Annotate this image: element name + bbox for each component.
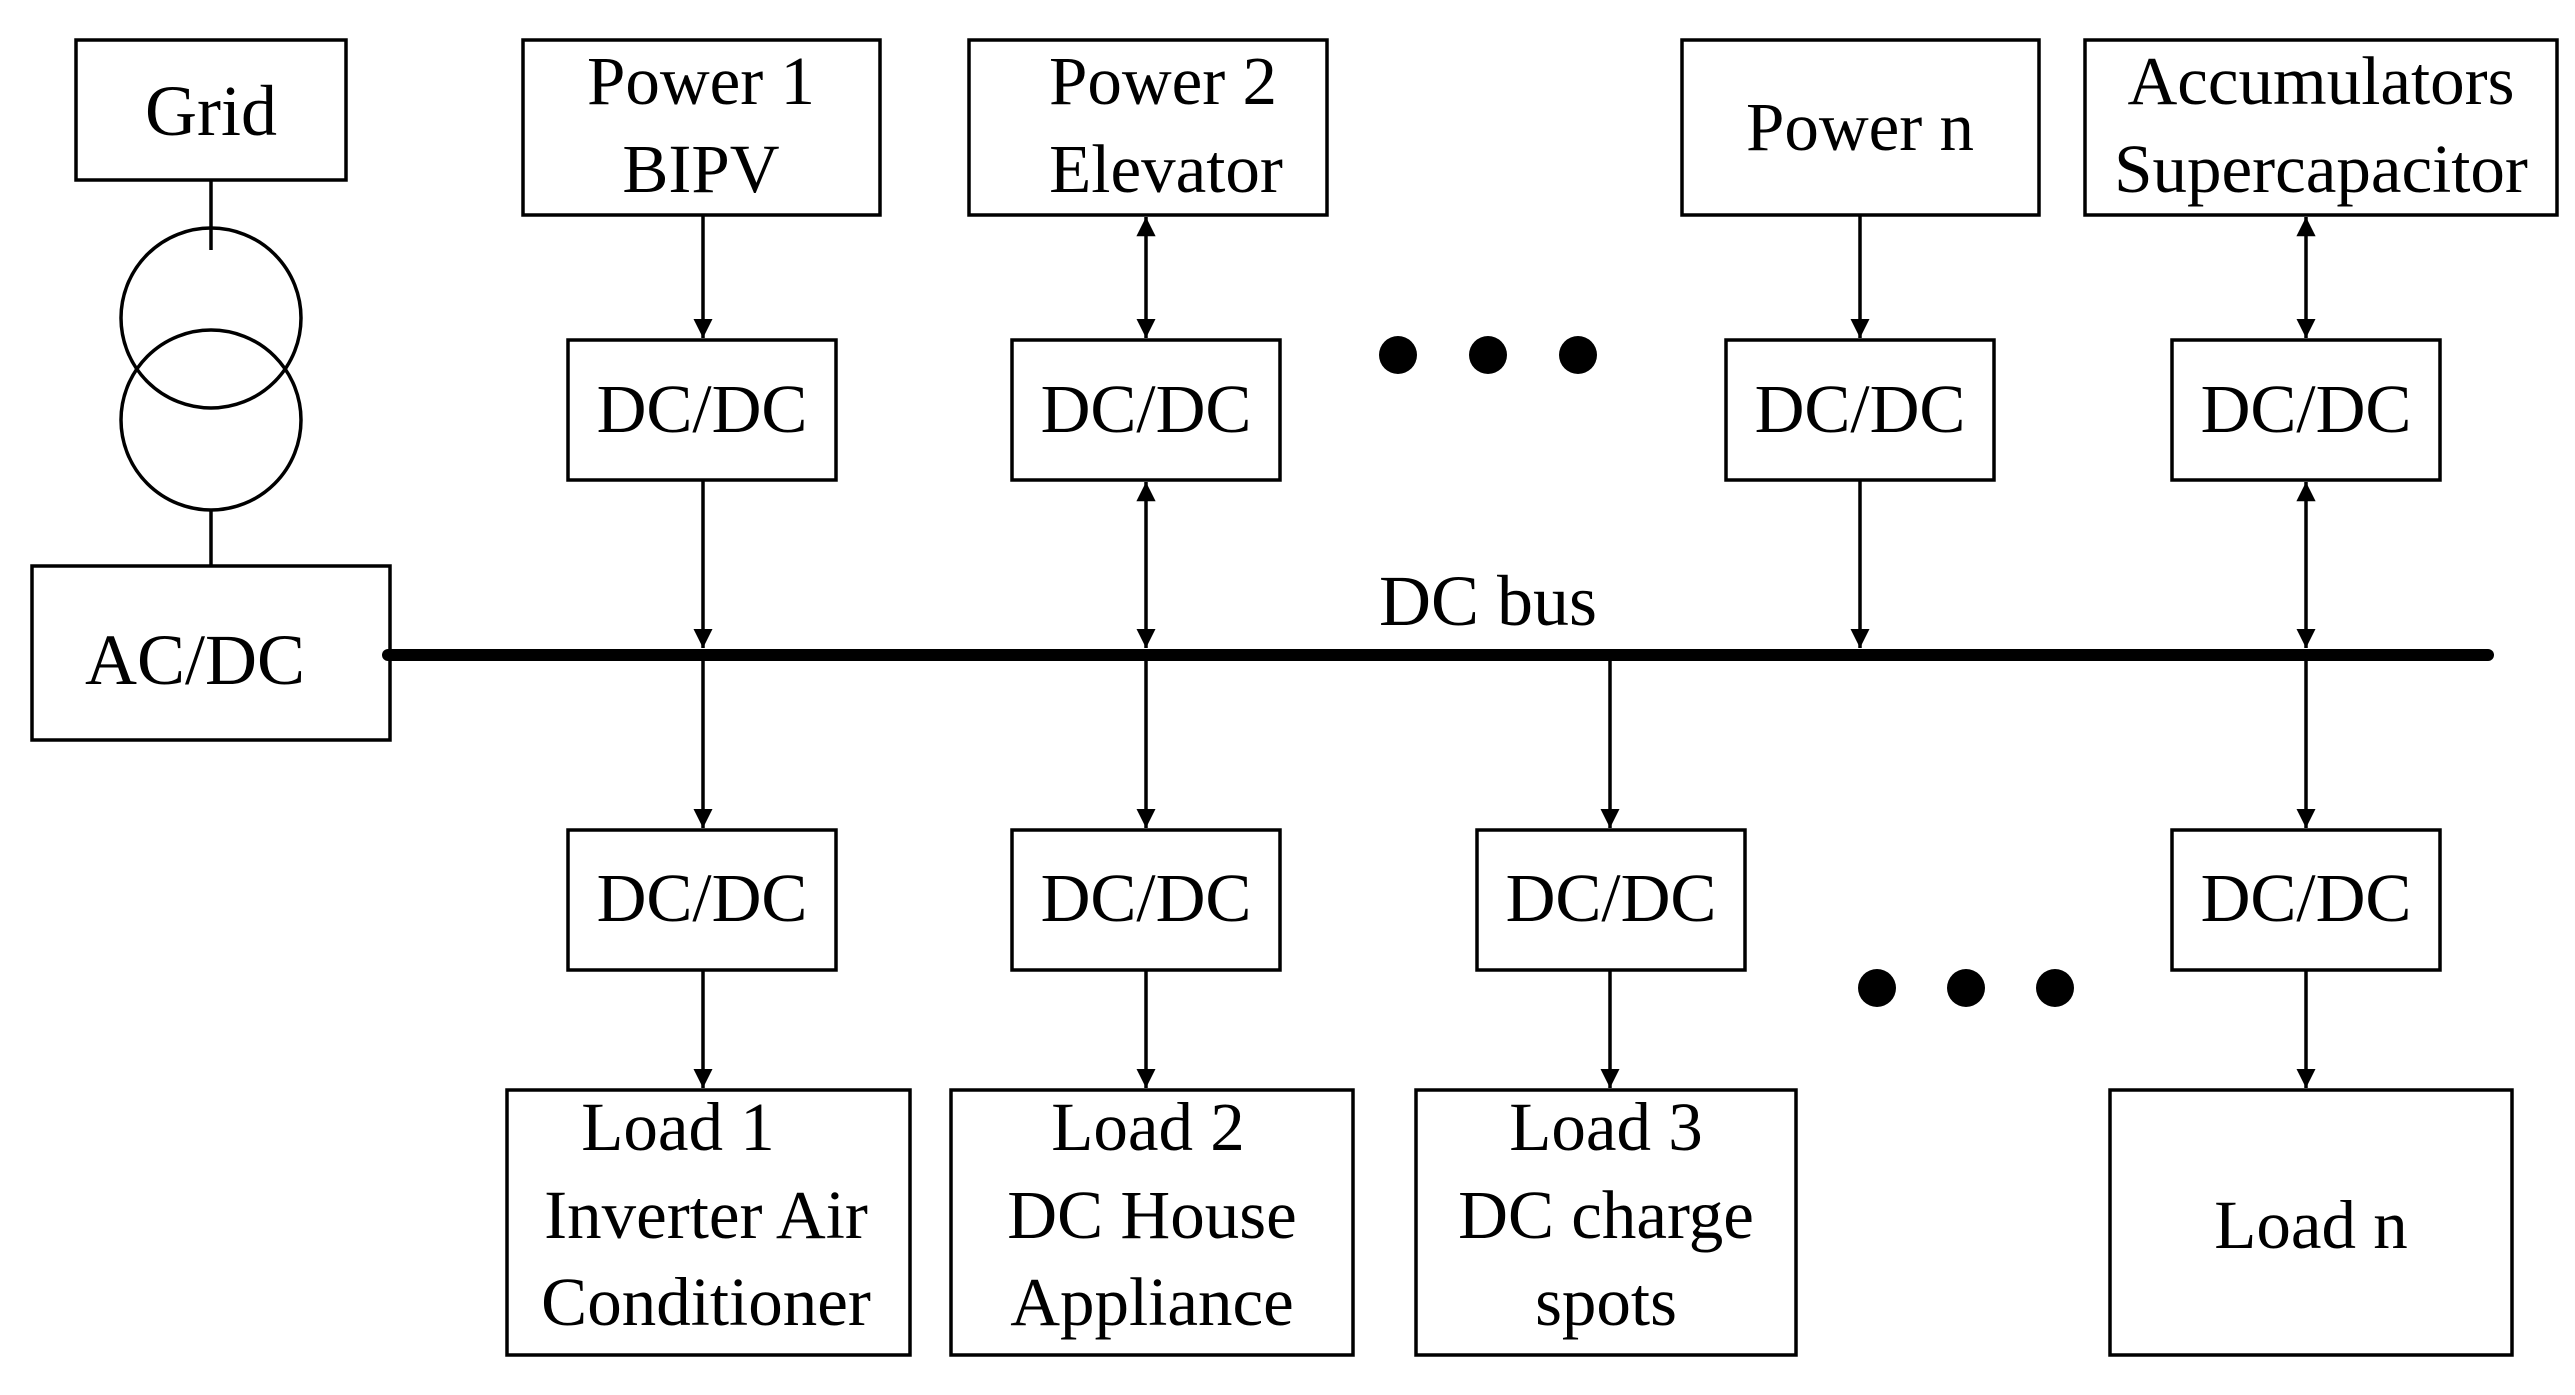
load-3-title: Load 3 — [1509, 1089, 1703, 1165]
load-n-box — [2108, 1088, 2514, 1357]
storage-subtitle: Supercapacitor — [2114, 131, 2528, 207]
load-3-converter-box — [1475, 828, 1747, 972]
load-1-converter-label: DC/DC — [597, 860, 808, 936]
load-n-converter-label: DC/DC — [2201, 860, 2412, 936]
grid-label: Grid — [145, 71, 277, 151]
load-n: DC/DC Load n — [2108, 660, 2514, 1357]
ellipsis-dot — [1469, 336, 1507, 374]
ellipsis-dot — [1947, 969, 1985, 1007]
dc-bus-label: DC bus — [1379, 561, 1597, 641]
load-3-box — [1414, 1088, 1798, 1357]
acdc-label: AC/DC — [85, 620, 305, 700]
source-2-converter-label: DC/DC — [1041, 371, 1252, 447]
acdc-box — [30, 564, 392, 742]
load-3-subtitle-2: spots — [1535, 1264, 1677, 1340]
load-1-box — [505, 1088, 912, 1357]
source-2: Power 2 Elevator DC/DC — [967, 38, 1329, 648]
source-1: Power 1 BIPV DC/DC — [521, 38, 882, 648]
source-n-box — [1680, 38, 2041, 217]
source-n-title: Power n — [1746, 89, 1974, 165]
load-2-title: Load 2 — [1051, 1089, 1245, 1165]
source-2-title: Power 2 — [1049, 43, 1277, 119]
source-2-subtitle: Elevator — [1049, 131, 1283, 207]
source-n-converter-box — [1724, 338, 1996, 482]
storage: Accumulators Supercapacitor DC/DC — [2083, 38, 2559, 648]
load-3: DC/DC Load 3 DC charge spots — [1414, 660, 1798, 1357]
grid-box — [74, 38, 348, 182]
load-3-subtitle: DC charge — [1458, 1177, 1754, 1253]
transformer-primary-coil — [119, 226, 303, 410]
load-2-subtitle: DC House — [1007, 1177, 1296, 1253]
ellipsis-dot — [2036, 969, 2074, 1007]
load-2-converter-label: DC/DC — [1041, 860, 1252, 936]
source-1-box — [521, 38, 882, 217]
load-1-subtitle: Inverter Air — [544, 1177, 868, 1253]
sources-ellipsis — [1379, 336, 1597, 374]
load-2-box — [949, 1088, 1355, 1357]
load-1-subtitle-2: Conditioner — [541, 1264, 871, 1340]
storage-converter-label: DC/DC — [2201, 371, 2412, 447]
source-1-subtitle: BIPV — [622, 131, 779, 207]
acdc-block: AC/DC — [30, 564, 392, 742]
transformer-secondary-coil — [119, 328, 303, 512]
storage-title: Accumulators — [2127, 43, 2514, 119]
ellipsis-dot — [1379, 336, 1417, 374]
load-n-title: Load n — [2214, 1187, 2408, 1263]
ellipsis-dot — [1858, 969, 1896, 1007]
source-1-converter-label: DC/DC — [597, 371, 808, 447]
ellipsis-dot — [1559, 336, 1597, 374]
source-n-converter-label: DC/DC — [1755, 371, 1966, 447]
storage-converter-box — [2170, 338, 2442, 482]
loads-ellipsis — [1858, 969, 2074, 1007]
load-3-converter-label: DC/DC — [1506, 860, 1717, 936]
load-2: DC/DC Load 2 DC House Appliance — [949, 660, 1355, 1357]
load-1-converter-box — [566, 828, 838, 972]
storage-box — [2083, 38, 2559, 217]
load-1-title: Load 1 — [581, 1089, 775, 1165]
transformer-icon — [119, 226, 303, 512]
source-1-title: Power 1 — [587, 43, 815, 119]
load-1: DC/DC Load 1 Inverter Air Conditioner — [505, 660, 912, 1357]
grid-block: Grid — [74, 38, 348, 182]
load-n-converter-box — [2170, 828, 2442, 972]
load-2-subtitle-2: Appliance — [1010, 1264, 1294, 1340]
source-n: Power n DC/DC — [1680, 38, 2041, 648]
source-2-converter-box — [1010, 338, 1282, 482]
source-2-box — [967, 38, 1329, 217]
source-1-converter-box — [566, 338, 838, 482]
